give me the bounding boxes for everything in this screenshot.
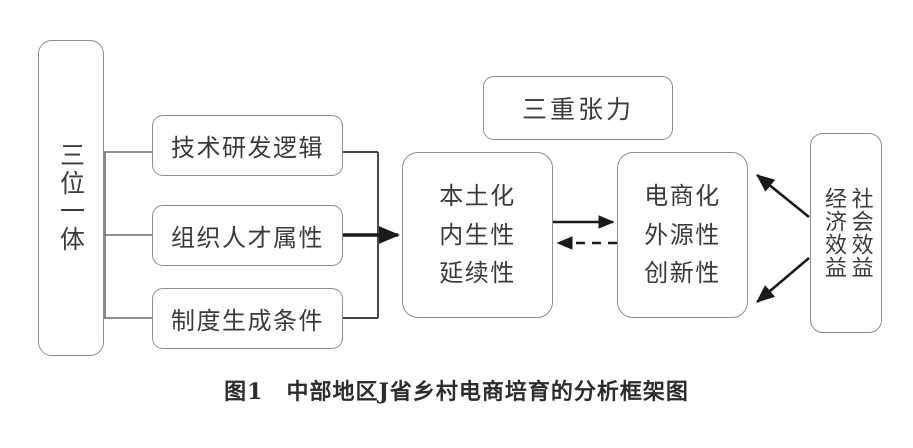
node-localization[interactable]: 本土化 内生性 延续性	[402, 152, 553, 318]
node-tech-rd-logic-label: 技术研发逻辑	[171, 134, 324, 162]
node-localization-line-1: 本土化	[439, 181, 516, 210]
node-trinity-label: 三位一体	[56, 142, 86, 254]
node-institution-condition[interactable]: 制度生成条件	[152, 288, 343, 349]
node-trinity[interactable]: 三位一体	[38, 40, 104, 356]
node-benefits-column-economic: 经济效益	[821, 187, 846, 279]
pillars-merge-to-local	[343, 151, 379, 319]
trinity-to-pillars-bracket	[104, 151, 152, 319]
node-ecommercialization-line-1: 电商化	[644, 181, 721, 210]
node-benefits-column-social: 社会效益	[847, 187, 873, 279]
node-ecommercialization-line-3: 创新性	[644, 259, 721, 288]
node-ecommercialization[interactable]: 电商化 外源性 创新性	[617, 152, 748, 318]
node-localization-line-2: 内生性	[439, 220, 516, 249]
figure-caption: 图1 中部地区J省乡村电商培育的分析框架图	[224, 379, 689, 405]
node-org-talent-attribute-label: 组织人才属性	[171, 224, 324, 252]
node-triple-tension[interactable]: 三重张力	[483, 76, 673, 140]
node-institution-condition-label: 制度生成条件	[171, 307, 324, 335]
node-benefits[interactable]: 经济效益 社会效益	[810, 133, 882, 333]
benefits-to-ecommerce-lower-arrow	[756, 257, 810, 303]
node-tech-rd-logic[interactable]: 技术研发逻辑	[152, 115, 343, 176]
node-org-talent-attribute[interactable]: 组织人才属性	[152, 205, 343, 266]
node-ecommercialization-line-2: 外源性	[644, 220, 721, 249]
node-triple-tension-label: 三重张力	[521, 95, 634, 124]
node-localization-line-3: 延续性	[439, 259, 516, 288]
benefits-to-ecommerce-upper-arrow	[756, 173, 810, 219]
